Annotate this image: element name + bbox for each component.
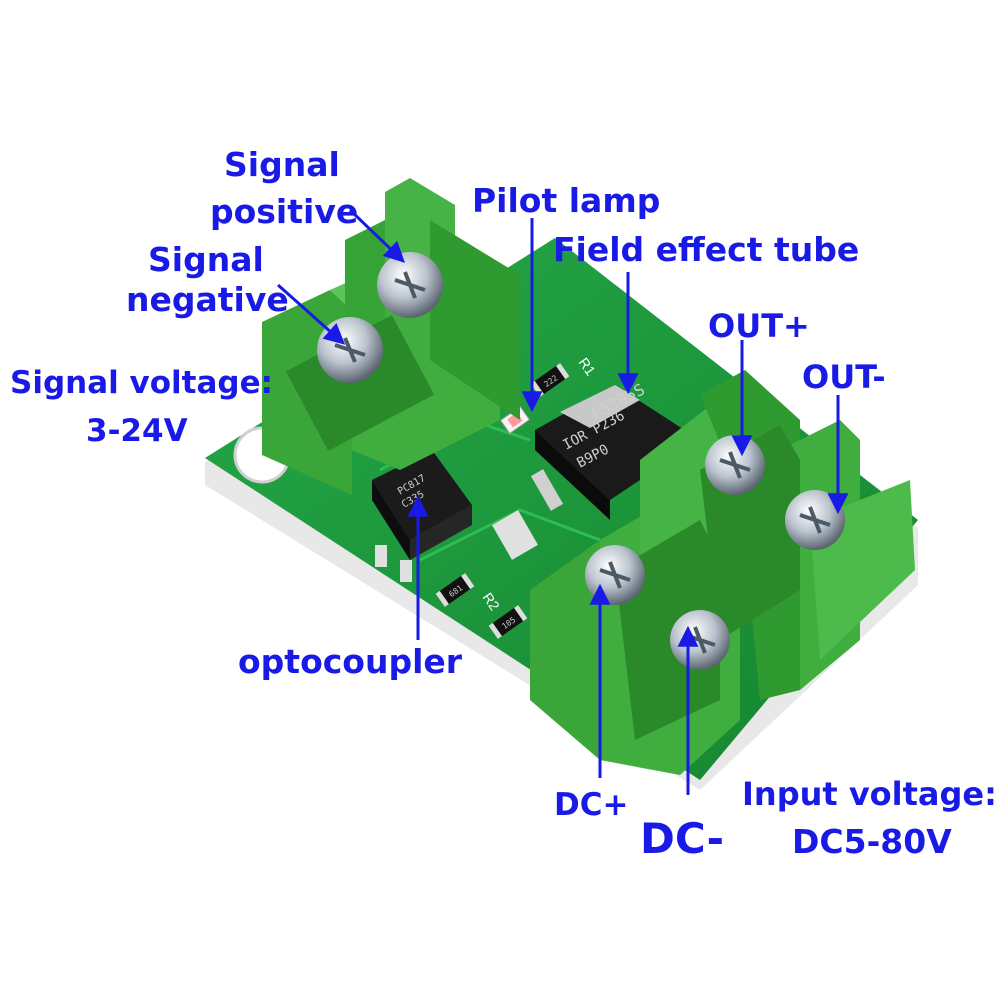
label-signal-positive-line1: Signal [224,145,340,184]
label-signal-positive-line2: positive [210,192,359,231]
arrow-signal-negative [277,283,346,345]
label-out-minus: OUT- [802,358,886,396]
label-input-voltage-value: DC5-80V [792,822,952,861]
label-optocoupler: optocoupler [238,642,463,681]
label-signal-negative-line1: Signal [148,240,264,279]
label-signal-voltage: Signal voltage: [10,365,274,401]
callout-arrows [277,208,849,795]
label-dc-minus: DC- [640,814,725,863]
label-dc-plus: DC+ [554,787,629,823]
label-signal-voltage-value: 3-24V [86,413,188,449]
label-input-voltage: Input voltage: [742,775,997,813]
label-signal-negative-line2: negative [126,280,289,319]
arrow-signal-positive [348,208,406,263]
power-terminal-block [530,370,915,775]
label-out-plus: OUT+ [708,307,810,345]
mosfet-chip: F5305S IOR P236 B9P0 [492,380,700,560]
smd-components: 222 681 105 R1 R2 [435,355,599,639]
label-field-effect-tube: Field effect tube [553,230,860,269]
label-pilot-lamp: Pilot lamp [472,181,661,220]
signal-terminal-block [262,178,520,495]
